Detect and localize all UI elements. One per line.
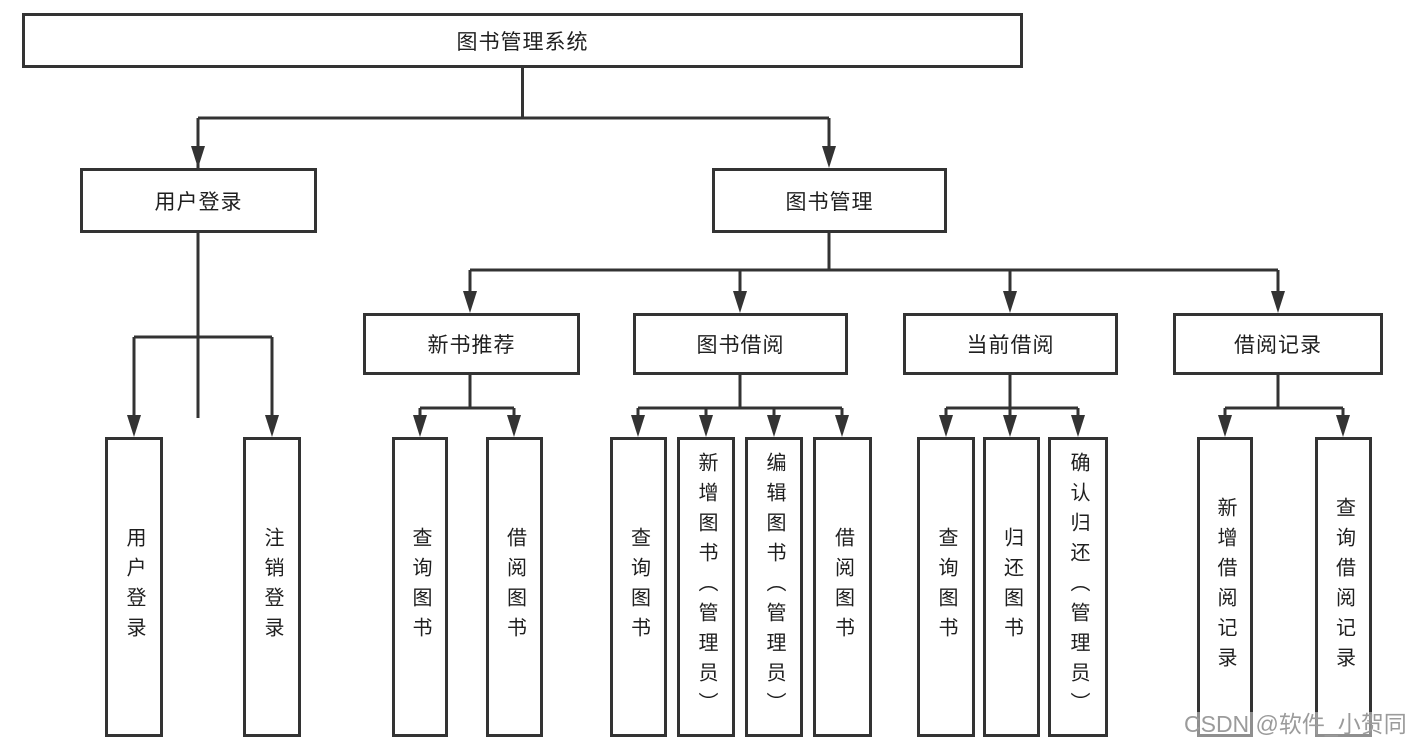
leaf-confirm-return-admin-label: 确认归还（管理员）	[1067, 452, 1089, 722]
leaf-query-borrow-record-label: 查询借阅记录	[1332, 497, 1355, 677]
leaf-borrow-books-borrow: 借阅图书	[813, 437, 872, 737]
connector-records-branch	[1223, 375, 1345, 419]
leaf-logout: 注销登录	[243, 437, 301, 737]
node-book-management: 图书管理	[712, 168, 947, 233]
arrowheads-userlogin-branch	[127, 415, 279, 437]
arrowheads-newbook-branch	[413, 415, 521, 437]
leaf-edit-books-admin: 编辑图书（管理员）	[745, 437, 803, 737]
leaf-query-books-recommend: 查询图书	[392, 437, 448, 737]
node-current-borrow: 当前借阅	[903, 313, 1118, 375]
connector-bookborrow-branch	[636, 375, 844, 419]
leaf-add-borrow-record-label: 新增借阅记录	[1214, 497, 1236, 677]
arrowheads-records-branch	[1218, 415, 1350, 437]
leaf-add-books-admin: 新增图书（管理员）	[677, 437, 735, 737]
leaf-return-books-label: 归还图书	[1000, 527, 1023, 647]
leaf-user-login: 用户登录	[105, 437, 163, 737]
node-borrow-records: 借阅记录	[1173, 313, 1383, 375]
leaf-confirm-return-admin: 确认归还（管理员）	[1048, 437, 1108, 737]
connector-currentborrow-branch	[944, 375, 1080, 419]
leaf-add-books-admin-label: 新增图书（管理员）	[695, 452, 717, 722]
node-root-system: 图书管理系统	[22, 13, 1023, 68]
connector-userlogin-branch	[132, 233, 274, 419]
leaf-borrow-books-recommend-label: 借阅图书	[503, 527, 526, 647]
leaf-return-books: 归还图书	[983, 437, 1040, 737]
node-user-login: 用户登录	[80, 168, 317, 233]
leaf-edit-books-admin-label: 编辑图书（管理员）	[763, 452, 785, 722]
leaf-logout-label: 注销登录	[261, 527, 283, 647]
leaf-query-borrow-record: 查询借阅记录	[1315, 437, 1372, 737]
leaf-query-books-recommend-label: 查询图书	[409, 527, 431, 647]
node-book-borrow: 图书借阅	[633, 313, 848, 375]
arrowheads-bookborrow-branch	[631, 415, 849, 437]
node-new-book-recommend: 新书推荐	[363, 313, 580, 375]
leaf-query-books-borrow: 查询图书	[610, 437, 667, 737]
leaf-query-books-current-label: 查询图书	[935, 527, 957, 647]
csdn-watermark: CSDN @软件_小贺同学	[1184, 711, 1405, 738]
arrowheads-currentborrow-branch	[939, 415, 1085, 437]
leaf-user-login-label: 用户登录	[123, 527, 145, 647]
arrowheads-level2	[191, 146, 836, 168]
connector-newbook-branch	[418, 375, 516, 419]
connector-bookmgmt-to-level3	[468, 233, 1280, 295]
leaf-borrow-books-borrow-label: 借阅图书	[831, 527, 854, 647]
leaf-add-borrow-record: 新增借阅记录	[1197, 437, 1253, 737]
leaf-borrow-books-recommend: 借阅图书	[486, 437, 543, 737]
leaf-query-books-borrow-label: 查询图书	[627, 527, 650, 647]
leaf-query-books-current: 查询图书	[917, 437, 975, 737]
arrowheads-level3	[463, 291, 1285, 313]
